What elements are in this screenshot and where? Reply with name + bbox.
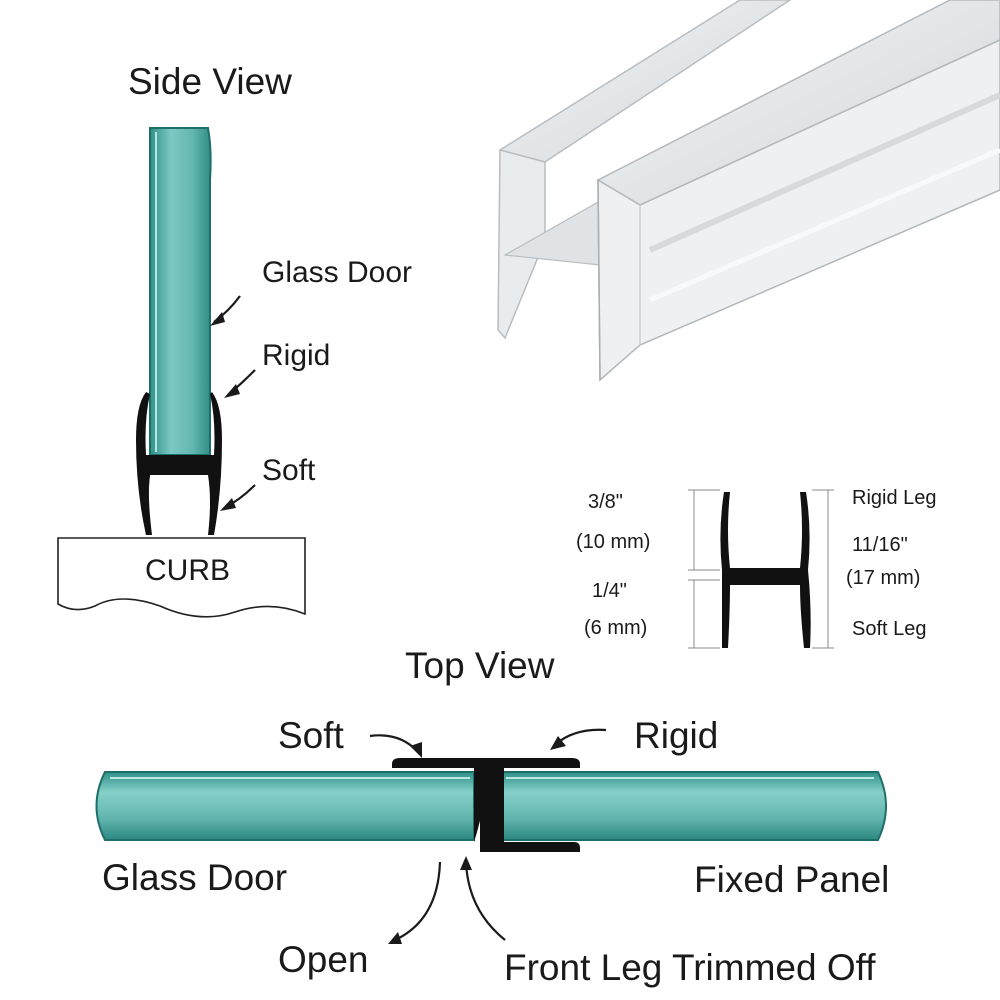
top-seal [392,758,580,852]
dim-top-imperial: 3/8" [588,491,623,513]
dim-bottom-metric: (6 mm) [584,617,647,639]
open-arrow [394,861,442,941]
curb [57,537,306,618]
side-view-title: Side View [128,61,292,102]
soft-leg-label: Soft Leg [852,618,927,640]
dimension-diagram: 3/8" (10 mm) 1/4" (6 mm) Rigid Leg 11/16… [576,487,937,649]
side-soft-label: Soft [262,454,316,487]
top-soft-arrow [369,734,419,753]
side-glass-door-label: Glass Door [262,256,412,289]
top-view-title: Top View [405,645,555,686]
dim-total-imperial: 11/16" [852,534,908,556]
top-fixed-panel-label: Fixed Panel [694,859,889,900]
top-rigid-arrow [555,728,607,745]
dim-top-metric: (10 mm) [576,531,650,553]
side-view: Side View CURB Glass Door Rigid Soft [57,61,412,618]
curb-label: CURB [145,554,230,587]
top-fixed-panel [501,771,887,841]
seal-product-illustration [497,0,1000,382]
top-view: Top View Soft Rigid Glass Door Fixed Pan… [95,645,889,988]
top-soft-label: Soft [278,715,345,756]
top-glass-door-label: Glass Door [102,857,287,898]
rigid-leg-label: Rigid Leg [852,487,937,509]
dim-bottom-imperial: 1/4" [592,580,627,602]
side-glass-door [149,127,212,456]
top-rigid-label: Rigid [634,715,718,756]
front-leg-trimmed-label: Front Leg Trimmed Off [504,947,876,988]
top-glass-door [95,771,475,841]
dim-total-metric: (17 mm) [846,567,920,589]
trimmed-arrow [464,861,506,941]
h-profile [720,492,811,648]
side-rigid-label: Rigid [262,339,330,372]
open-label: Open [278,939,369,980]
